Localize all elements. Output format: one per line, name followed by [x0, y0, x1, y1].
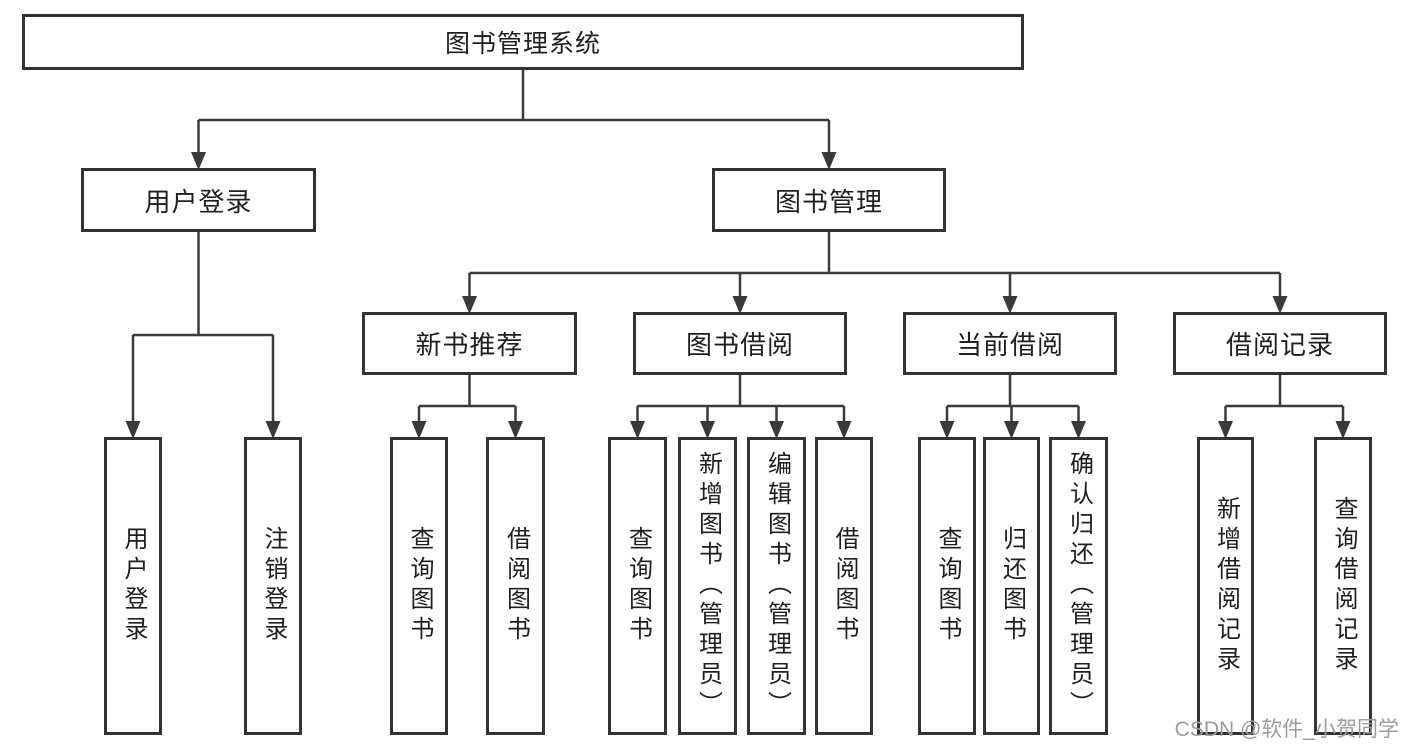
arrowhead: [1335, 421, 1351, 439]
node-lf-bb-add: 新增图书（管理员）: [678, 437, 737, 735]
node-label-lf-bb-edit: 编辑图书（管理员）: [763, 451, 791, 721]
node-label-user-login: 用户登录: [144, 186, 253, 217]
node-lf-cb-return: 归还图书: [983, 437, 1040, 735]
node-label-book-borrow: 图书借阅: [685, 330, 794, 360]
node-lf-logout: 注销登录: [244, 437, 302, 735]
edge-book-borrow: [630, 375, 852, 439]
node-lf-bb-borrow: 借阅图书: [815, 437, 873, 735]
node-label-lf-cb-confirm: 确认归还（管理员）: [1065, 451, 1093, 721]
edge-root: [191, 70, 837, 170]
node-borrow-records: 借阅记录: [1173, 312, 1387, 375]
connector-lines: [468, 232, 1282, 296]
arrowhead: [191, 152, 206, 170]
arrowhead: [630, 421, 645, 439]
node-lf-bb-query: 查询图书: [608, 437, 667, 735]
arrowhead: [1071, 421, 1086, 439]
node-lf-cb-confirm: 确认归还（管理员）: [1049, 437, 1108, 735]
connector-lines: [131, 232, 275, 421]
connector-lines: [1224, 375, 1345, 421]
node-label-lf-nbr-borrow: 借阅图书: [502, 526, 530, 646]
node-label-current-borrow: 当前借阅: [955, 330, 1064, 360]
edge-new-book-rec: [411, 375, 523, 439]
arrowhead: [508, 421, 523, 439]
connector-lines: [945, 375, 1080, 421]
connector-lines: [197, 70, 831, 152]
node-label-borrow-records: 借阅记录: [1225, 330, 1334, 360]
connector-lines: [636, 375, 846, 421]
node-book-borrow: 图书借阅: [633, 312, 847, 375]
arrowhead: [939, 421, 955, 439]
arrowhead: [1002, 296, 1018, 314]
node-lf-user-login: 用户登录: [104, 437, 162, 735]
edge-book-mgmt: [462, 232, 1288, 314]
node-new-book-rec: 新书推荐: [362, 312, 577, 375]
node-label-lf-bb-query: 查询图书: [624, 526, 652, 646]
arrowhead: [462, 296, 477, 314]
node-lf-bb-edit: 编辑图书（管理员）: [747, 437, 806, 735]
node-label-new-book-rec: 新书推荐: [415, 330, 524, 360]
connector-lines: [417, 375, 517, 421]
node-label-lf-br-add: 新增借阅记录: [1212, 496, 1240, 676]
arrowhead: [1218, 421, 1233, 439]
node-label-lf-cb-query: 查询图书: [934, 526, 961, 646]
arrowhead: [1004, 421, 1019, 439]
node-lf-br-query: 查询借阅记录: [1314, 437, 1372, 735]
arrowhead: [821, 152, 837, 170]
node-user-login: 用户登录: [81, 168, 316, 232]
node-lf-cb-query: 查询图书: [918, 437, 976, 735]
node-book-mgmt: 图书管理: [712, 168, 946, 232]
node-label-root: 图书管理系统: [444, 30, 601, 58]
edge-current-borrow: [939, 375, 1086, 439]
edge-user-login: [125, 232, 281, 439]
node-root: 图书管理系统: [22, 14, 1024, 70]
node-label-lf-cb-return: 归还图书: [998, 526, 1026, 646]
arrowhead: [1272, 296, 1288, 314]
arrowhead: [732, 296, 748, 314]
arrowhead: [700, 421, 715, 439]
node-label-lf-user-login: 用户登录: [120, 526, 147, 646]
node-label-lf-nbr-query: 查询图书: [406, 526, 433, 646]
node-label-book-mgmt: 图书管理: [774, 186, 883, 217]
node-label-lf-logout: 注销登录: [260, 526, 287, 646]
node-label-lf-br-query: 查询借阅记录: [1330, 496, 1357, 676]
node-current-borrow: 当前借阅: [903, 312, 1117, 375]
node-lf-nbr-query: 查询图书: [390, 437, 448, 735]
arrowhead: [411, 421, 427, 439]
arrowhead: [125, 421, 141, 439]
watermark: CSDN @软件_小贺同学: [1174, 718, 1399, 741]
edge-borrow-records: [1218, 375, 1351, 439]
arrowhead: [836, 421, 852, 439]
arrowhead: [265, 421, 281, 439]
node-lf-nbr-borrow: 借阅图书: [486, 437, 545, 735]
node-lf-br-add: 新增借阅记录: [1197, 437, 1254, 735]
node-label-lf-bb-borrow: 借阅图书: [831, 526, 858, 646]
node-label-lf-bb-add: 新增图书（管理员）: [694, 451, 722, 721]
arrowhead: [769, 421, 784, 439]
